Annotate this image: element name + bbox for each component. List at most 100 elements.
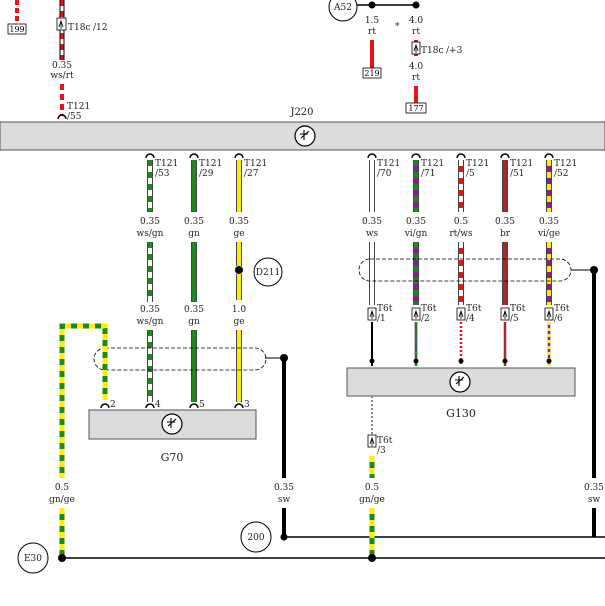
node-200: 200 — [240, 521, 272, 553]
j220-pin-5: T121/50.5rt/ws — [449, 153, 489, 305]
wire-color: vi/gn — [404, 229, 428, 239]
pin-number: /71 — [421, 169, 435, 179]
t18c-pin: /12 — [93, 23, 107, 33]
pin-number: /6 — [554, 314, 563, 324]
pin-conn: T121 — [155, 159, 178, 169]
pin-number: /4 — [466, 314, 475, 324]
pin-conn: T121 — [377, 159, 400, 169]
wire-color: ws/rt — [50, 71, 74, 81]
wire-size: 0.35 — [184, 217, 204, 227]
pin-conn: T121 — [244, 159, 267, 169]
svg-text:sw: sw — [278, 495, 291, 505]
a52-junction: A52 1.5 rt 219 * 4.0 rt T18c /+3 4.0 rt … — [328, 0, 463, 114]
pin-conn: T121 — [554, 159, 577, 169]
pin-conn: T6t — [421, 304, 437, 314]
pin-number: 2 — [110, 400, 116, 410]
wire-color: ge — [233, 229, 244, 239]
g130-t6t-5: T6t/5 — [500, 304, 526, 366]
ground-e30: E30 — [17, 542, 605, 574]
g130-t6t-6: T6t/6 — [544, 304, 570, 366]
pin-conn: T121 — [421, 159, 444, 169]
wire-color: ge — [233, 317, 244, 327]
ref-219: 219 — [364, 69, 379, 78]
d211-label: D211 — [256, 268, 280, 278]
j220-module: J220 — [0, 107, 605, 151]
g70-label: G70 — [161, 451, 184, 464]
svg-text:T18c: T18c — [421, 46, 444, 56]
pin-number: /1 — [377, 314, 386, 324]
svg-text:gn/ge: gn/ge — [49, 495, 75, 505]
t121-55-conn: T121 — [67, 102, 90, 112]
g70-pin-4: 4 — [145, 400, 161, 410]
svg-text:4.0: 4.0 — [409, 16, 424, 26]
pin-number: /29 — [199, 169, 214, 179]
g70-pin-5: 5 — [189, 400, 205, 410]
wire-color: ws/gn — [137, 317, 164, 327]
svg-text:rt: rt — [412, 27, 420, 37]
wire-size: 0.35 — [362, 217, 382, 227]
wire-color: ws/gn — [137, 229, 164, 239]
pin-number: /5 — [466, 169, 475, 179]
e30-label: E30 — [24, 554, 42, 564]
pin-number: /2 — [421, 314, 430, 324]
pin-conn: T121 — [199, 159, 222, 169]
wire-size: 0.35 — [539, 217, 559, 227]
pin-number: /70 — [377, 169, 392, 179]
g70-pin-2: 2 — [100, 400, 116, 410]
ecu-symbol-icon — [300, 130, 310, 140]
pin-conn: T6t — [377, 304, 393, 314]
g70-pin-3: 3 — [234, 400, 250, 410]
pin-conn: T6t — [466, 304, 482, 314]
ecu-symbol-icon — [455, 376, 465, 386]
g130-label: G130 — [446, 407, 476, 420]
wire-size: 0.35 — [52, 61, 72, 71]
wire-size: 0.35 — [229, 217, 249, 227]
j220-pin-70: T121/70 0.35 ws — [362, 153, 400, 305]
wire-t18c-12: T18c /12 0.35 ws/rt T121 /55 — [50, 0, 107, 122]
wire-199: 199 — [7, 0, 27, 35]
wire-color: br — [500, 229, 511, 239]
svg-text:4.0: 4.0 — [409, 62, 424, 72]
svg-text:0.35: 0.35 — [584, 483, 604, 493]
wire-size: 0.35 — [140, 305, 160, 315]
pin-number: 3 — [244, 400, 250, 410]
ref-199: 199 — [9, 25, 24, 34]
pin-conn: T6t — [510, 304, 526, 314]
j220-pin-51: T121/51 0.35 br — [495, 153, 533, 305]
pin-conn: T121 — [510, 159, 533, 169]
wire-color: gn — [188, 229, 200, 239]
wire-size: 0.35 — [140, 217, 160, 227]
svg-text:rt: rt — [368, 27, 376, 37]
svg-text:/+3: /+3 — [446, 46, 463, 56]
ground-right: 0.35 sw — [584, 270, 604, 537]
svg-text:gn/ge: gn/ge — [359, 495, 385, 505]
pin-number: /5 — [510, 314, 519, 324]
g130-module: G130 — [346, 367, 576, 420]
g70-pin-group: 2 4 5 3 — [100, 400, 250, 410]
j220-pin-group: T121/530.35ws/gn0.35ws/gnT121/290.35gn0.… — [137, 153, 577, 402]
g130-shield — [358, 258, 598, 282]
t121-55-pin: /55 — [67, 112, 82, 122]
svg-text:rt: rt — [412, 73, 420, 83]
wire-color: ws — [366, 229, 379, 239]
svg-text:T6t: T6t — [377, 436, 393, 446]
pin-number: /51 — [510, 169, 524, 179]
d211-junction: D211 — [235, 257, 283, 287]
pin-number: 4 — [155, 400, 161, 410]
wire-size: 0.35 — [495, 217, 515, 227]
g130-t6t-4: T6t/4 — [456, 304, 482, 366]
wire-size: 0.35 — [406, 217, 426, 227]
pin-conn: T6t — [554, 304, 570, 314]
wire-g130-t6t-3: T6t /3 0.5 gn/ge — [359, 396, 393, 562]
a52-label: A52 — [333, 3, 352, 13]
svg-text:sw: sw — [588, 495, 601, 505]
j220-pin-71: T121/71 0.35 vi/gn — [404, 153, 444, 305]
svg-text:0.35: 0.35 — [274, 483, 294, 493]
ground-left: 0.35 sw — [274, 358, 605, 541]
g70-module: G70 — [88, 409, 257, 464]
svg-text:0.5: 0.5 — [55, 483, 70, 493]
